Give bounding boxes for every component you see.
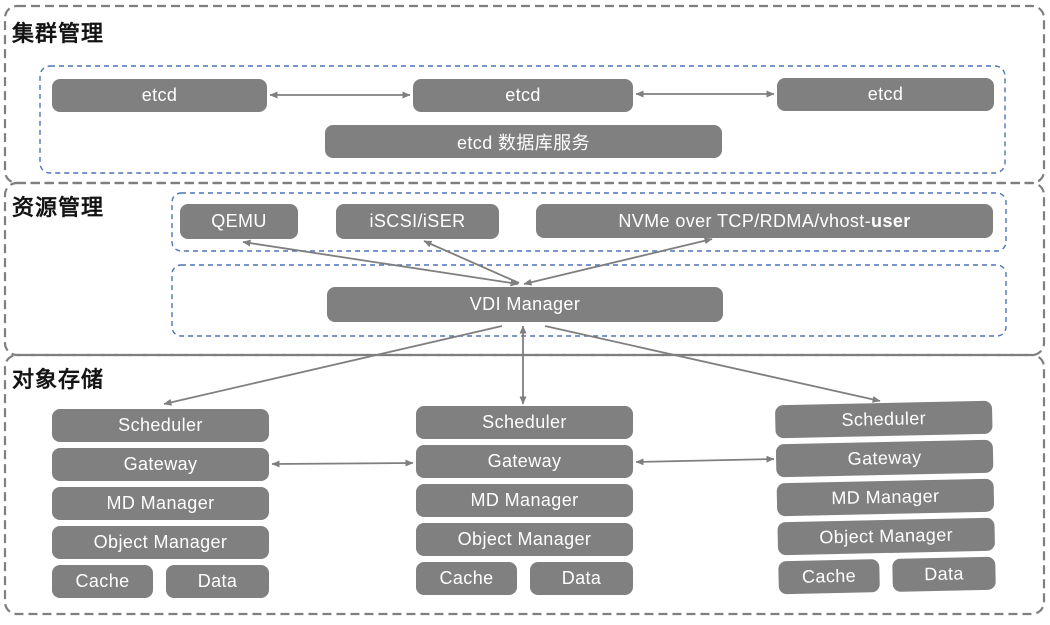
- nvme-box: NVMe over TCP/RDMA/vhost-user: [536, 204, 993, 238]
- gateway-box: Gateway: [52, 448, 269, 481]
- data-box: Data: [892, 556, 996, 592]
- arrow-vdi-nvme: [523, 237, 713, 286]
- md-manager-box: MD Manager: [776, 478, 995, 517]
- object-manager-box: Object Manager: [777, 517, 996, 556]
- storage-stack-middle: Scheduler Gateway MD Manager Object Mana…: [416, 406, 633, 604]
- arrow-gateway-mid-right: [635, 455, 775, 466]
- md-manager-box: MD Manager: [52, 487, 269, 520]
- gateway-box: Gateway: [416, 445, 633, 478]
- scheduler-box: Scheduler: [774, 400, 993, 439]
- iscsi-iser-box: iSCSI/iSER: [336, 204, 499, 239]
- arrow-vdi-iscsi: [423, 240, 520, 284]
- md-manager-box: MD Manager: [416, 484, 633, 517]
- arrow-vdi-scheduler-left: [163, 325, 503, 406]
- cache-box: Cache: [52, 565, 153, 598]
- scheduler-box: Scheduler: [52, 409, 269, 442]
- qemu-box: QEMU: [180, 204, 298, 239]
- cluster-section-title: 集群管理: [12, 21, 105, 46]
- data-box: Data: [166, 565, 269, 598]
- storage-stack-right: Scheduler Gateway MD Manager Object Mana…: [774, 400, 996, 604]
- storage-section-title: 对象存储: [12, 367, 105, 392]
- cache-box: Cache: [416, 562, 517, 595]
- arrow-vdi-scheduler-right: [544, 325, 881, 403]
- data-box: Data: [530, 562, 633, 595]
- nvme-label-bold: user: [871, 210, 911, 231]
- etcd-node-1: etcd: [52, 79, 267, 112]
- resource-section-title: 资源管理: [12, 195, 105, 220]
- object-manager-box: Object Manager: [52, 526, 269, 559]
- nvme-label-prefix: NVMe over TCP/RDMA/vhost-: [618, 210, 872, 231]
- storage-stack-left: Scheduler Gateway MD Manager Object Mana…: [52, 409, 269, 607]
- scheduler-box: Scheduler: [416, 406, 633, 439]
- cache-box: Cache: [778, 559, 880, 595]
- etcd-db-service-box: etcd 数据库服务: [325, 125, 722, 158]
- arrow-gateway-left-mid: [271, 459, 414, 468]
- object-manager-box: Object Manager: [416, 523, 633, 556]
- arrow-vdi-qemu: [242, 239, 519, 287]
- etcd-node-2: etcd: [413, 79, 633, 112]
- etcd-node-3: etcd: [777, 78, 994, 111]
- vdi-manager-box: VDI Manager: [327, 287, 723, 322]
- gateway-box: Gateway: [775, 439, 994, 478]
